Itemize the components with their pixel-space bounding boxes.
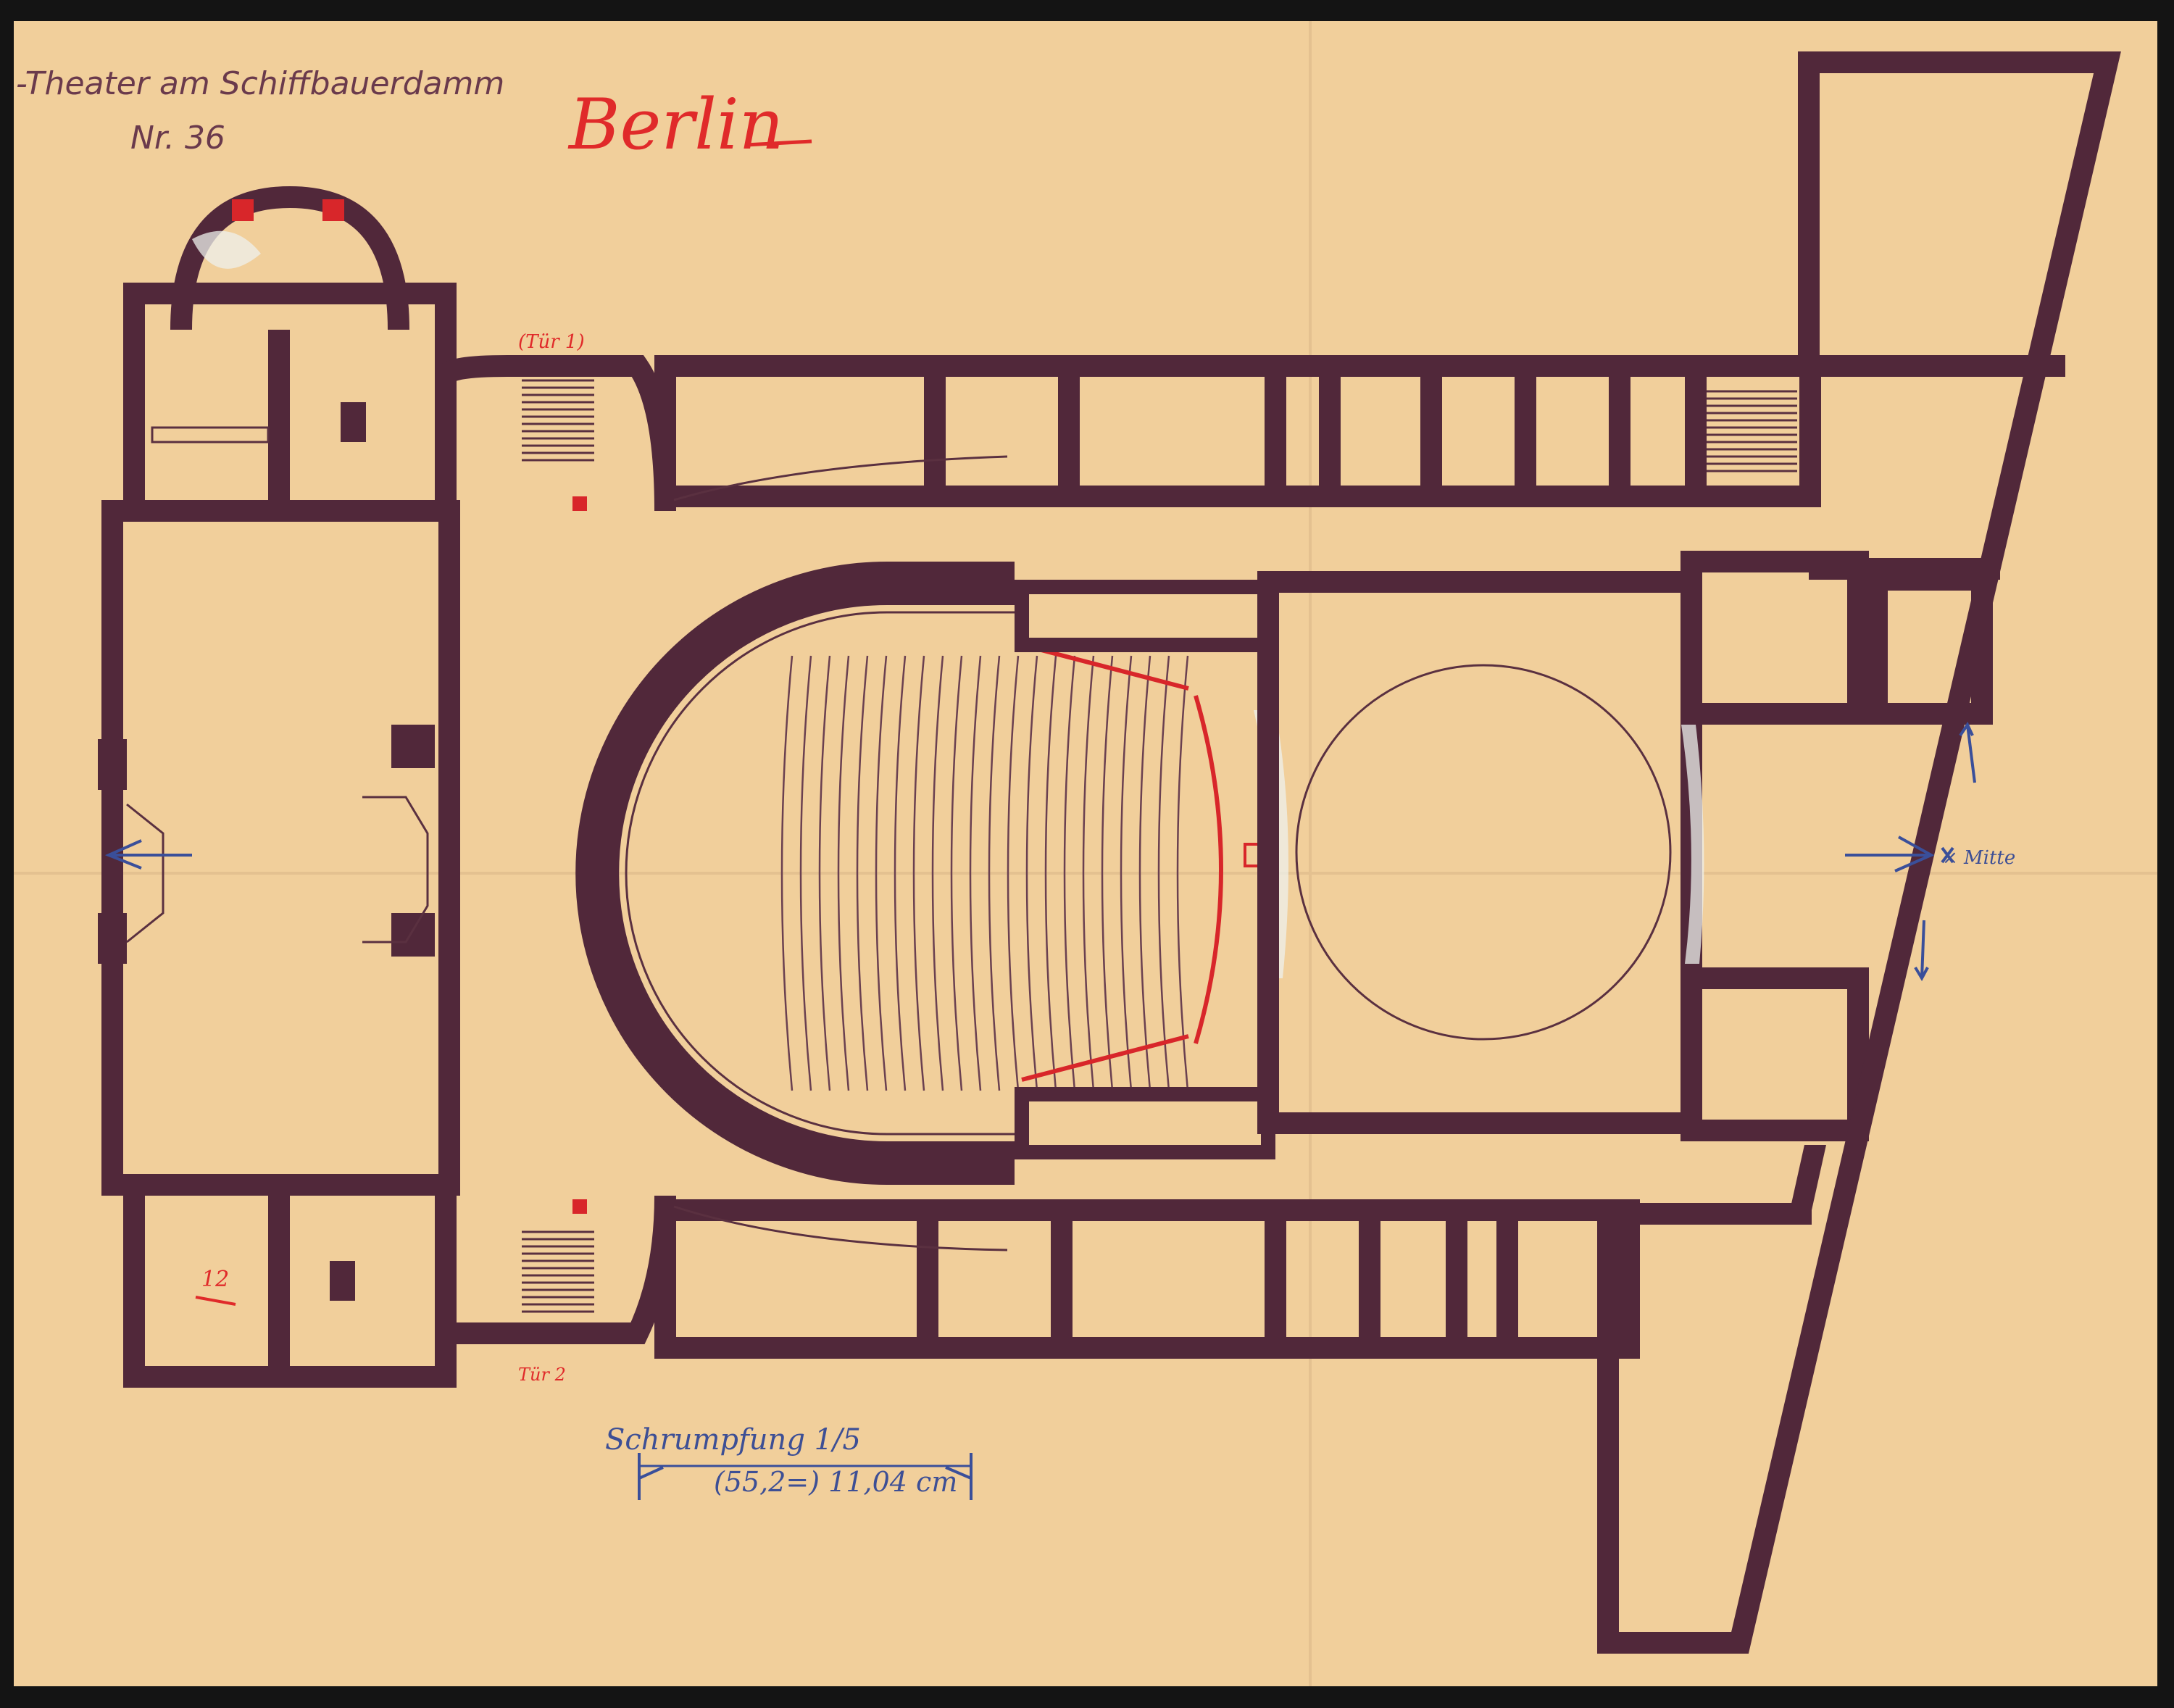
seat-row bbox=[912, 655, 925, 1091]
seat-row bbox=[799, 655, 812, 1091]
auditorium bbox=[575, 562, 1275, 1185]
center-mark-label: × Mitte bbox=[1942, 847, 2015, 869]
seat-row bbox=[1082, 655, 1095, 1091]
seat-row bbox=[1025, 655, 1038, 1091]
door-2-label: Tür 2 bbox=[518, 1365, 566, 1385]
seat-row bbox=[1007, 655, 1020, 1091]
red-marker bbox=[572, 496, 587, 511]
left-foyer-wing bbox=[98, 186, 460, 1388]
scale-note: Schrumpfung 1/5 bbox=[605, 1423, 861, 1457]
seat-row bbox=[1157, 655, 1170, 1091]
seat-row bbox=[1063, 655, 1076, 1091]
seat-row bbox=[1101, 655, 1114, 1091]
seat-row bbox=[780, 655, 794, 1091]
sheet-title: -Theater am Schiffbauerdamm bbox=[16, 65, 504, 102]
seat-row bbox=[988, 655, 1001, 1091]
dimension-label: (55,2=) 11,04 cm bbox=[714, 1466, 957, 1498]
seat-row bbox=[856, 655, 869, 1091]
seat-row bbox=[1044, 655, 1057, 1091]
dimension-arrow bbox=[638, 1453, 973, 1500]
red-marker bbox=[322, 199, 344, 221]
room-mark: 12 bbox=[201, 1267, 229, 1292]
erasure-mark bbox=[192, 230, 261, 269]
right-wing bbox=[1597, 51, 2121, 1654]
seat-row bbox=[931, 655, 944, 1091]
red-marker bbox=[572, 1199, 587, 1214]
city-note: Berlin bbox=[567, 84, 783, 165]
corridors bbox=[654, 355, 1821, 1359]
paper-sheet bbox=[14, 21, 2157, 1686]
seat-row bbox=[1176, 655, 1189, 1091]
right-stairs bbox=[1707, 390, 1797, 472]
erasure-mark bbox=[1681, 725, 1704, 964]
seat-row bbox=[969, 655, 982, 1091]
city-underline bbox=[746, 139, 812, 147]
door-1-label: (Tür 1) bbox=[518, 331, 585, 353]
seat-row bbox=[875, 655, 888, 1091]
room-mark-underline bbox=[195, 1296, 236, 1306]
seat-row bbox=[950, 655, 963, 1091]
seat-row bbox=[894, 655, 907, 1091]
red-marker bbox=[232, 199, 254, 221]
center-axis-mark bbox=[104, 721, 1976, 982]
seat-row bbox=[1138, 655, 1151, 1091]
seat-row bbox=[1120, 655, 1133, 1091]
sheet-number: Nr. 36 bbox=[130, 120, 225, 157]
seat-row bbox=[837, 655, 850, 1091]
erasure-mark bbox=[1254, 710, 1288, 978]
seat-row bbox=[818, 655, 831, 1091]
